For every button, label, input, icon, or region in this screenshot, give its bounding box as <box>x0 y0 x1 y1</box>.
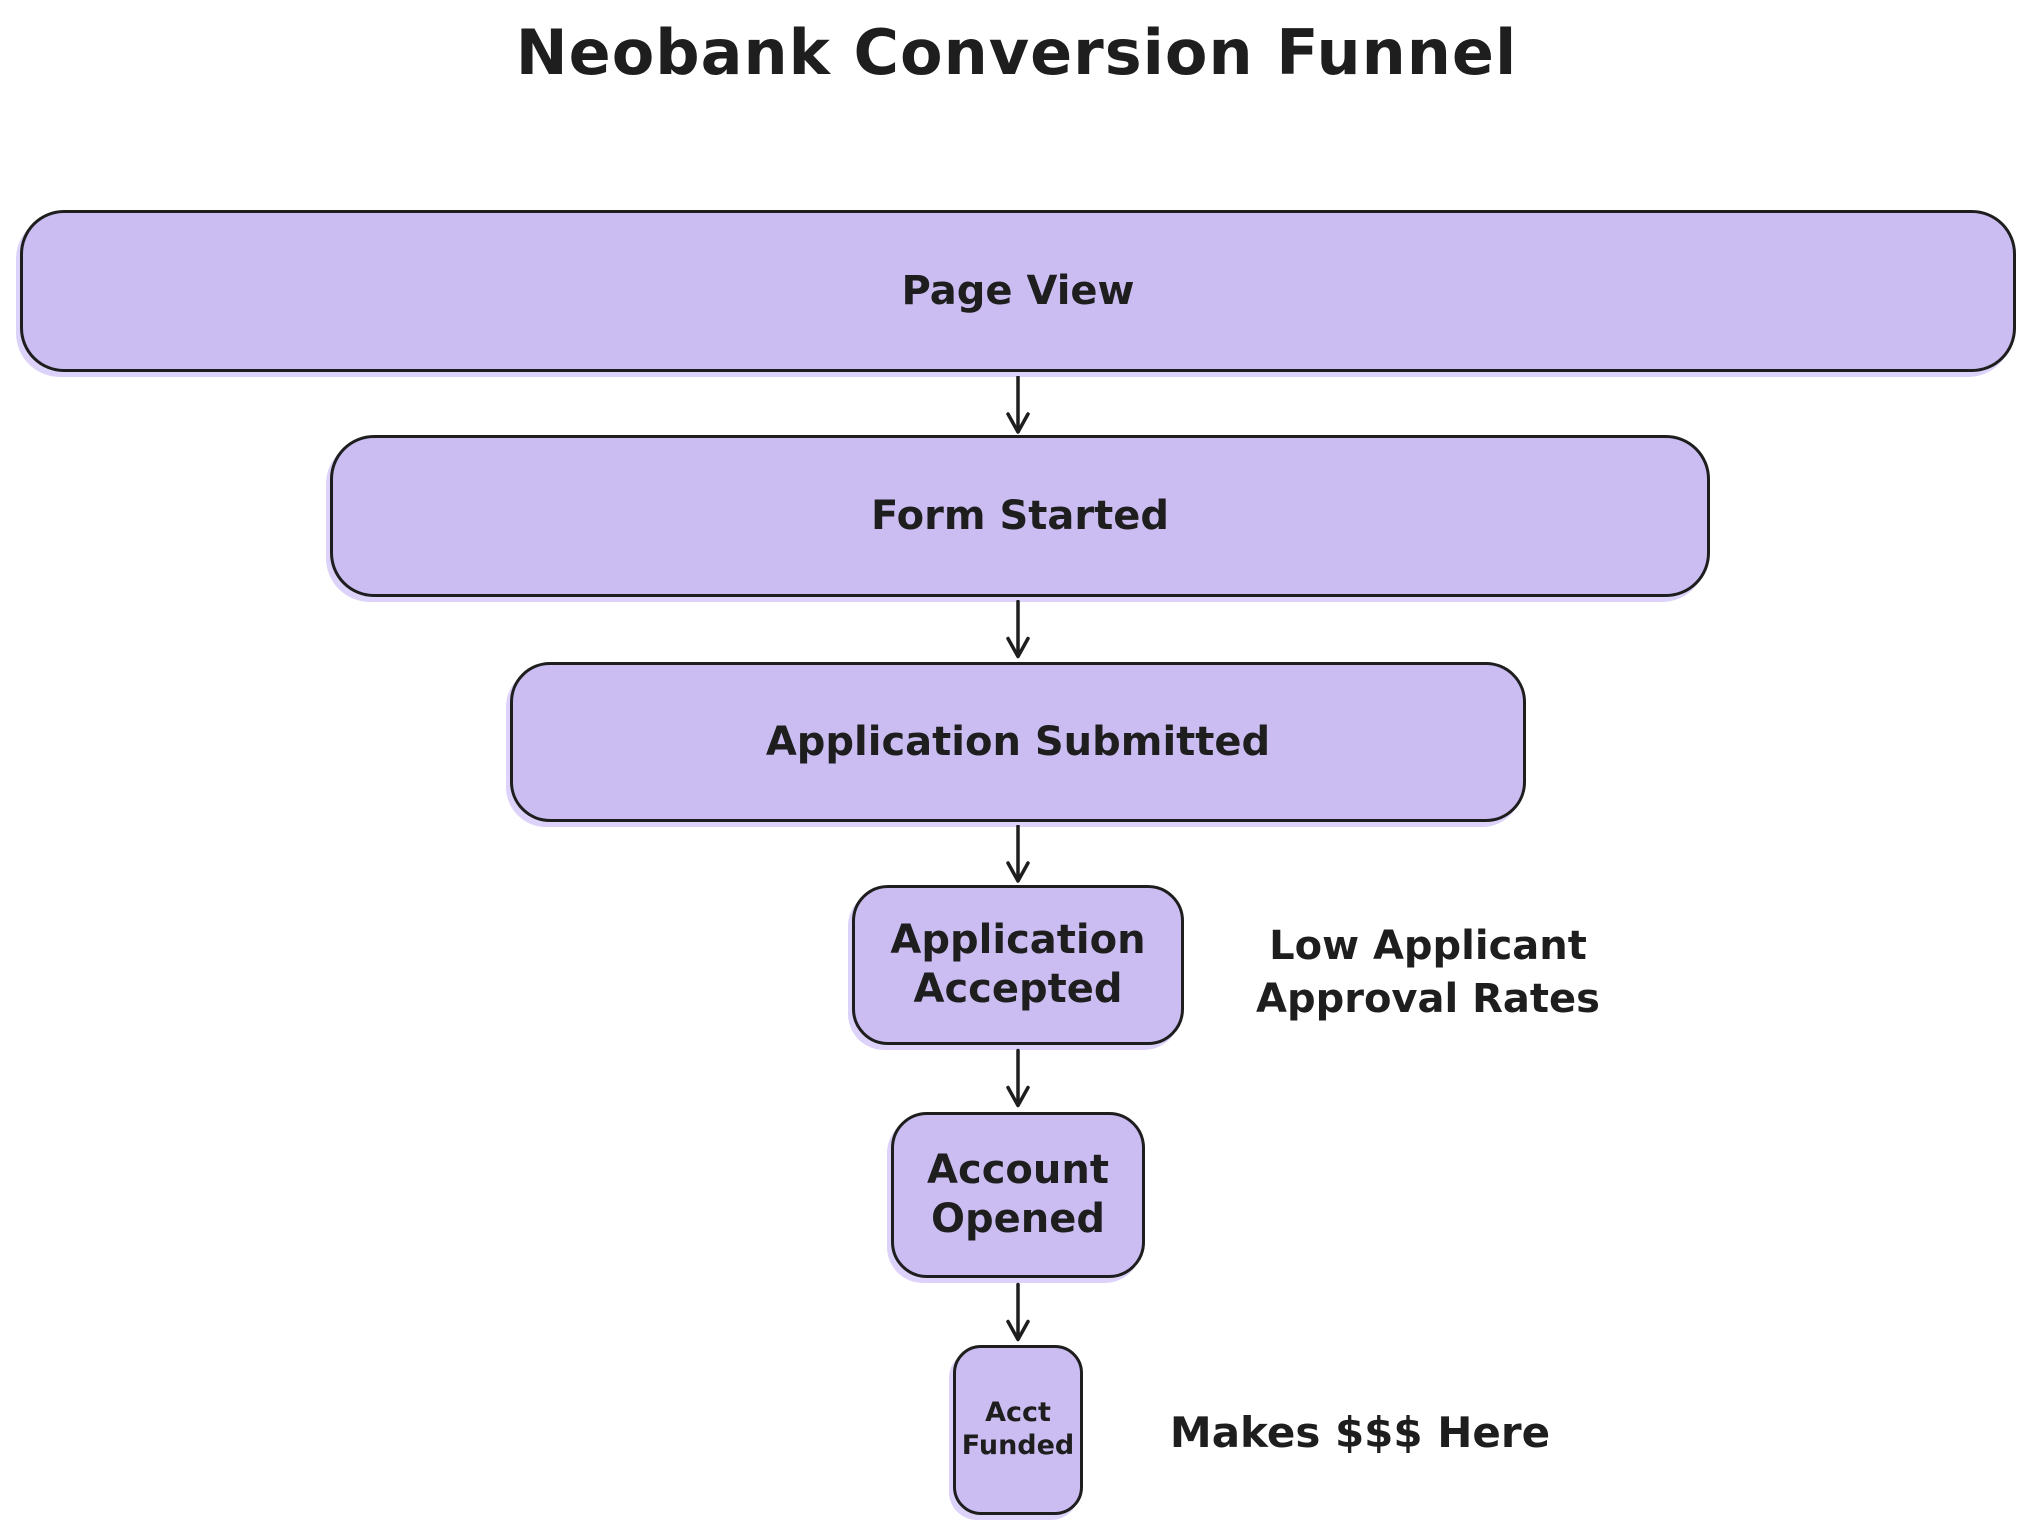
stage-label: Application Accepted <box>890 917 1146 1012</box>
down-arrow-icon <box>1006 825 1030 883</box>
arrow-application-accepted-to-account-opened <box>1002 1048 1034 1109</box>
stage-label: Acct Funded <box>961 1397 1075 1461</box>
stage-label: Page View <box>901 267 1135 314</box>
down-arrow-icon <box>1006 376 1030 434</box>
stage-label: Account Opened <box>927 1147 1109 1242</box>
down-arrow-icon <box>1006 1282 1030 1342</box>
annotation-makes-money-here: Makes $$$ Here <box>1169 1408 1551 1457</box>
down-arrow-icon <box>1006 1048 1030 1108</box>
annotation-low-approval-rates: Low Applicant Approval Rates <box>1256 923 1600 1022</box>
arrow-account-opened-to-acct-funded <box>1002 1282 1034 1343</box>
stage-application-accepted: Application Accepted <box>852 885 1184 1045</box>
down-arrow-icon <box>1006 600 1030 659</box>
stage-account-opened: Account Opened <box>891 1112 1145 1278</box>
stage-label: Form Started <box>870 492 1170 539</box>
stage-label: Application Submitted <box>765 718 1271 765</box>
stage-form-started: Form Started <box>330 435 1710 597</box>
stage-acct-funded: Acct Funded <box>953 1345 1083 1515</box>
arrow-application-submitted-to-application-accepted <box>1002 825 1034 883</box>
arrow-page-view-to-form-started <box>1002 376 1034 434</box>
arrow-form-started-to-application-submitted <box>1002 600 1034 659</box>
stage-page-view: Page View <box>20 210 2016 372</box>
stage-application-submitted: Application Submitted <box>510 662 1526 822</box>
diagram-title: Neobank Conversion Funnel <box>515 16 1518 89</box>
